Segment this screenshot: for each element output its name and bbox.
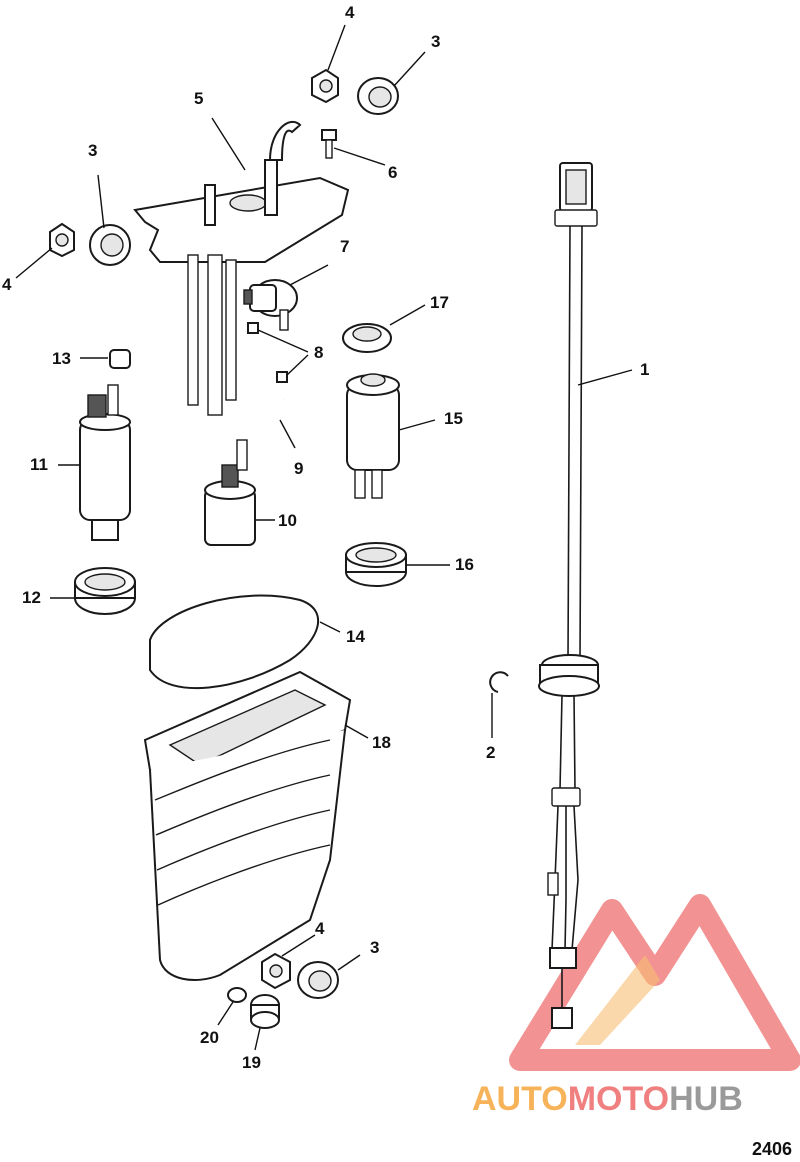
watermark-text-moto: MOTO — [568, 1080, 669, 1118]
watermark-logo — [509, 894, 800, 1071]
part-4-nut-left: 4 — [2, 222, 75, 294]
callout-1: 1 — [640, 360, 649, 379]
callout-3-top: 3 — [431, 32, 440, 51]
callout-12: 12 — [22, 588, 41, 607]
callout-4-top: 4 — [345, 3, 355, 22]
part-20-washer: 20 — [200, 987, 247, 1047]
part-11-fuel-pump: 11 — [30, 384, 131, 541]
part-4-nut-bottom: 4 — [261, 919, 325, 990]
callout-3-bottom: 3 — [370, 938, 379, 957]
callout-2: 2 — [486, 743, 495, 762]
callout-15: 15 — [444, 409, 463, 428]
part-15-lift-pump: 15 — [346, 373, 463, 499]
callout-5: 5 — [194, 89, 203, 108]
callout-4-bottom: 4 — [315, 919, 325, 938]
callout-9: 9 — [294, 459, 303, 478]
callout-18: 18 — [372, 733, 391, 752]
part-2-retaining-clip: 2 — [486, 671, 509, 762]
part-9-fuel-hose: 9 — [243, 344, 303, 478]
callout-4-left: 4 — [2, 275, 12, 294]
callout-17: 17 — [430, 293, 449, 312]
part-17-seal: 17 — [342, 293, 449, 353]
part-7-pressure-regulator: 7 — [243, 237, 349, 331]
part-3-grommet-top: 3 — [357, 32, 440, 115]
callout-19: 19 — [242, 1053, 261, 1072]
watermark-text-hub: HUB — [669, 1080, 743, 1118]
callout-3-left: 3 — [88, 141, 97, 160]
part-5-cover-plate: 5 — [133, 89, 350, 416]
part-1-fuel-level-sender: 1 — [538, 162, 649, 1029]
part-13-sleeve: 13 — [52, 349, 131, 369]
callout-11: 11 — [30, 455, 48, 474]
callout-16: 16 — [455, 555, 474, 574]
part-18-vapor-separator-tank: 18 — [143, 670, 391, 981]
callout-10: 10 — [278, 511, 297, 530]
callout-20: 20 — [200, 1028, 219, 1047]
part-12-pump-bracket: 12 — [22, 567, 136, 615]
callout-6: 6 — [388, 163, 397, 182]
part-16-pump-bracket: 16 — [345, 542, 474, 587]
part-3-grommet-bottom: 3 — [297, 938, 379, 999]
part-3-grommet-left: 3 — [88, 141, 131, 266]
part-6-screw: 6 — [321, 129, 397, 182]
callout-13: 13 — [52, 349, 71, 368]
part-10-filter: 10 — [204, 439, 297, 546]
part-8-caps: 8 — [247, 322, 323, 383]
part-4-nut-top: 4 — [311, 3, 355, 104]
callout-7: 7 — [340, 237, 349, 256]
watermark-text: AUTOMOTOHUB — [472, 1080, 743, 1118]
part-14-gasket: 14 — [149, 594, 365, 690]
callout-14: 14 — [346, 627, 365, 646]
part-19-drain-plug: 19 — [242, 994, 280, 1072]
figure-number: 2406 — [752, 1139, 792, 1159]
callout-8: 8 — [314, 343, 323, 362]
watermark-text-auto: AUTO — [472, 1080, 568, 1118]
